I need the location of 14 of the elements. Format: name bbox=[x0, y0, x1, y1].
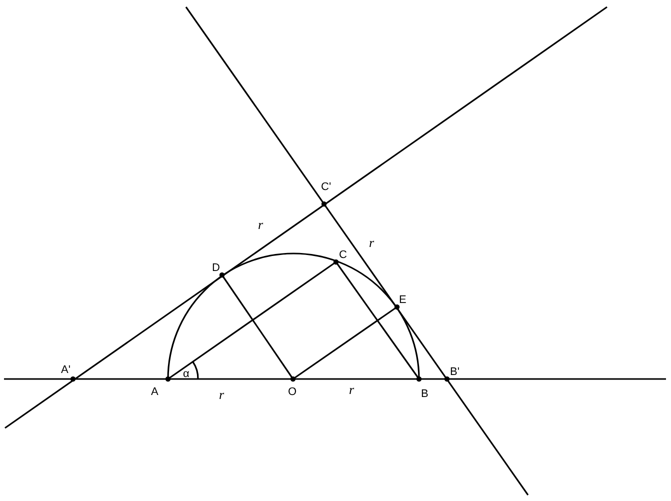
length-label: r bbox=[349, 384, 354, 396]
angle-label: α bbox=[183, 368, 190, 380]
point-label: A' bbox=[61, 364, 70, 376]
length-label: r bbox=[369, 237, 374, 249]
point-label: O bbox=[288, 386, 297, 398]
point-label: B' bbox=[450, 366, 460, 378]
point-label: D bbox=[212, 262, 220, 274]
point-label: B bbox=[421, 388, 428, 400]
point-label: E bbox=[399, 294, 406, 306]
point-label: C' bbox=[321, 181, 332, 193]
length-label: r bbox=[219, 389, 224, 401]
point-label: C bbox=[339, 249, 347, 261]
length-label: r bbox=[258, 219, 264, 231]
point-label: A bbox=[151, 386, 158, 398]
